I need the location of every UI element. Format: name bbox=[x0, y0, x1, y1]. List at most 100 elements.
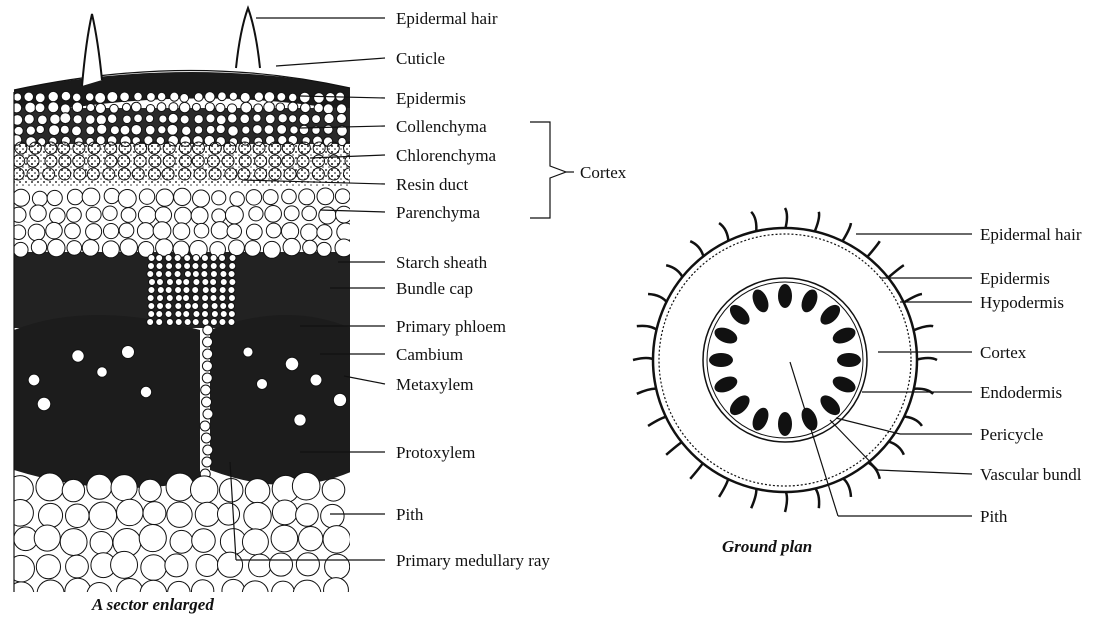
cell bbox=[145, 125, 155, 135]
cell bbox=[217, 503, 239, 525]
epidermal-hair bbox=[841, 223, 851, 243]
cell bbox=[242, 529, 268, 555]
cell bbox=[87, 474, 112, 499]
cell bbox=[193, 255, 200, 262]
epidermal-hair bbox=[902, 416, 922, 426]
label-chlorenchyma: Chlorenchyma bbox=[396, 146, 497, 165]
cell bbox=[282, 142, 294, 154]
cell bbox=[216, 115, 226, 125]
cell bbox=[302, 206, 316, 220]
cell bbox=[203, 337, 213, 347]
cell bbox=[158, 126, 166, 134]
cell bbox=[48, 91, 58, 101]
cell bbox=[73, 155, 85, 167]
cell bbox=[284, 206, 299, 221]
cell bbox=[27, 168, 39, 180]
cell bbox=[59, 155, 71, 167]
cell bbox=[205, 92, 215, 102]
cell bbox=[184, 263, 191, 270]
cell bbox=[46, 222, 62, 238]
cell bbox=[86, 126, 95, 135]
cell bbox=[202, 457, 212, 467]
cell bbox=[59, 168, 71, 180]
cell bbox=[228, 114, 237, 123]
caption-sector-enlarged: A sector enlarged bbox=[91, 595, 214, 614]
cell bbox=[212, 209, 226, 223]
cell bbox=[325, 554, 350, 579]
label-endodermis: Endodermis bbox=[980, 383, 1062, 402]
cell bbox=[72, 102, 82, 112]
cell bbox=[336, 206, 353, 223]
cell bbox=[72, 93, 80, 101]
cell bbox=[153, 222, 171, 240]
cell bbox=[36, 125, 44, 133]
cell bbox=[219, 255, 226, 262]
cell bbox=[219, 295, 226, 302]
cell bbox=[179, 142, 191, 154]
cell bbox=[249, 554, 272, 577]
cell bbox=[147, 93, 156, 102]
epidermal-hair bbox=[887, 265, 904, 279]
cell bbox=[47, 190, 62, 205]
cell bbox=[203, 349, 213, 359]
cell bbox=[283, 238, 300, 255]
label-primary-phloem: Primary phloem bbox=[396, 317, 506, 336]
label-protoxylem: Protoxylem bbox=[396, 443, 475, 462]
cell bbox=[24, 114, 34, 124]
cell bbox=[288, 102, 298, 112]
cell bbox=[240, 92, 250, 102]
cell bbox=[156, 263, 163, 270]
cell bbox=[253, 142, 265, 154]
cell bbox=[277, 125, 287, 135]
cell bbox=[264, 125, 274, 135]
cell bbox=[230, 192, 244, 206]
cell bbox=[147, 271, 154, 278]
epidermal-hair bbox=[690, 462, 704, 479]
label-collenchyma: Collenchyma bbox=[396, 117, 487, 136]
cell bbox=[210, 255, 217, 262]
cell bbox=[337, 223, 355, 241]
cell bbox=[156, 189, 173, 206]
cell bbox=[201, 311, 208, 318]
cell bbox=[202, 295, 209, 302]
epidermal-hair bbox=[666, 441, 683, 455]
cell bbox=[12, 103, 22, 113]
cell bbox=[148, 255, 155, 262]
cell bbox=[146, 104, 154, 112]
cell bbox=[205, 103, 214, 112]
label-cortex-sector: Cortex bbox=[580, 163, 627, 182]
cell bbox=[210, 287, 217, 294]
cell bbox=[225, 168, 237, 180]
cell bbox=[147, 319, 154, 326]
cell bbox=[300, 92, 311, 103]
cell bbox=[192, 529, 216, 553]
cell bbox=[15, 142, 27, 154]
cell bbox=[107, 114, 116, 123]
cell bbox=[211, 303, 218, 310]
cell bbox=[228, 287, 235, 294]
cell bbox=[344, 142, 356, 154]
cell bbox=[323, 526, 350, 553]
cell bbox=[324, 578, 349, 603]
cell bbox=[165, 303, 172, 310]
cell bbox=[239, 155, 251, 167]
cell bbox=[156, 319, 163, 326]
cell bbox=[60, 113, 71, 124]
vascular-bundle bbox=[837, 353, 861, 367]
cell bbox=[65, 504, 89, 528]
cell bbox=[203, 409, 213, 419]
cell bbox=[134, 155, 146, 167]
cell bbox=[175, 311, 182, 318]
cell bbox=[73, 115, 82, 124]
epidermal-hair bbox=[633, 358, 655, 360]
cell bbox=[86, 207, 101, 222]
epidermal-hair-1 bbox=[82, 14, 102, 86]
cell bbox=[148, 311, 155, 318]
cell bbox=[272, 581, 295, 604]
cell bbox=[196, 554, 218, 576]
cell bbox=[34, 525, 60, 551]
cell bbox=[87, 103, 95, 111]
cell bbox=[137, 223, 153, 239]
cell bbox=[131, 125, 141, 135]
cell bbox=[179, 168, 191, 180]
